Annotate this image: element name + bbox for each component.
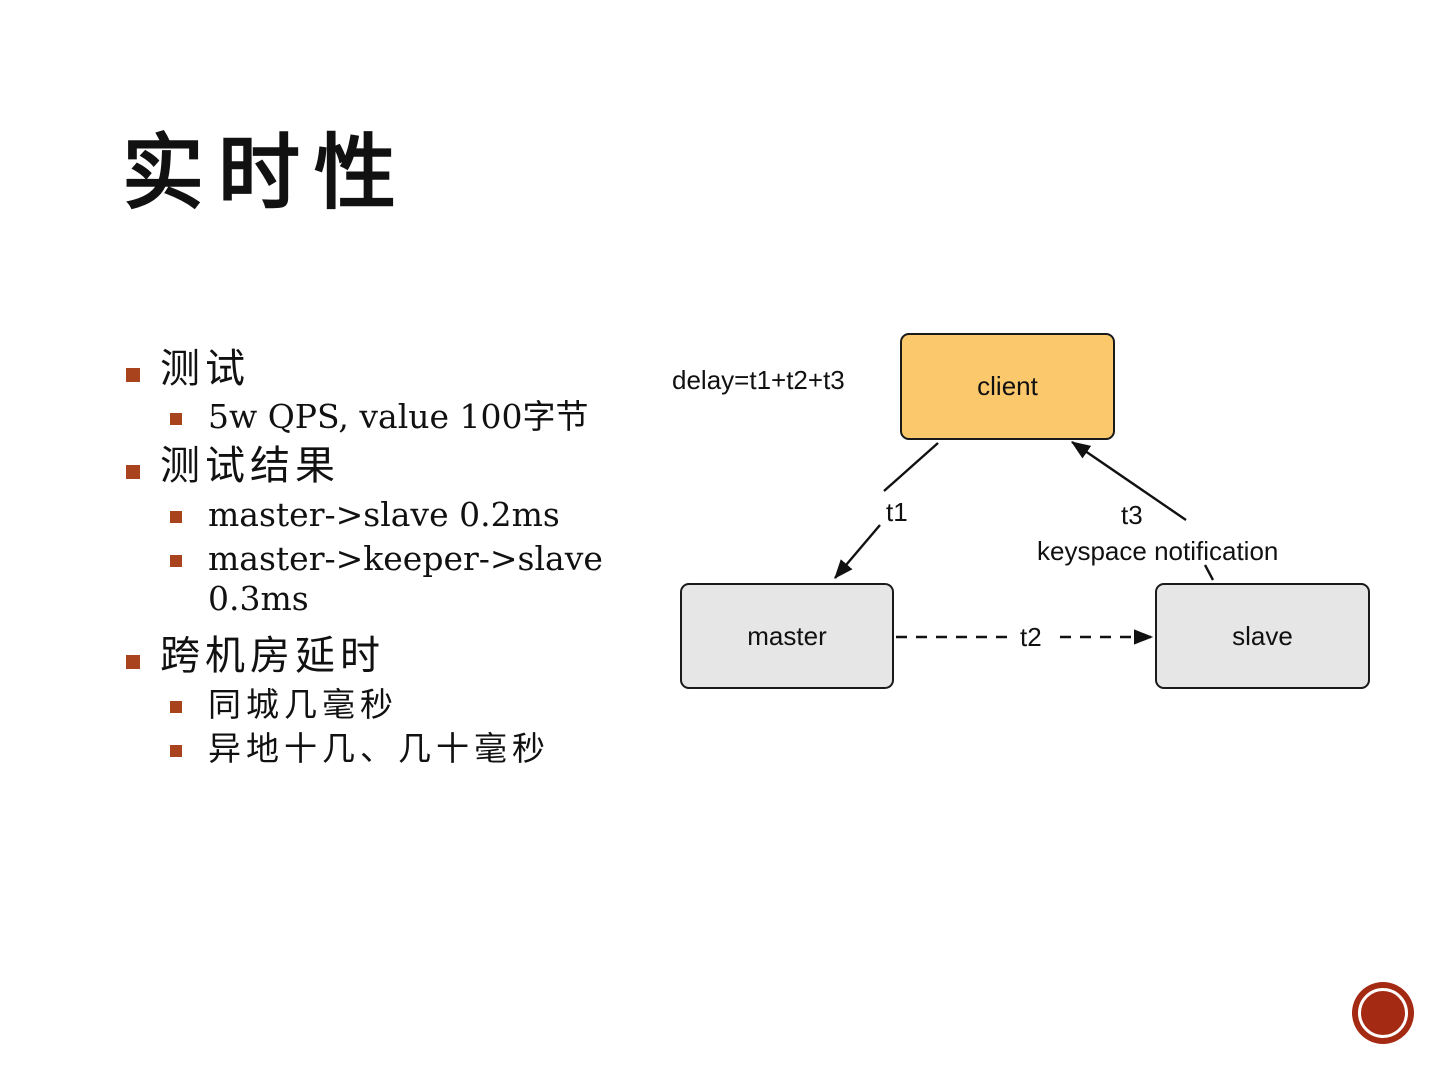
bullet-group: 跨机房延时 同城几毫秒 异地十几、几十毫秒: [120, 633, 640, 769]
diagram-node-slave[interactable]: slave: [1155, 583, 1370, 689]
diagram-node-slave-label: slave: [1232, 620, 1293, 651]
bullet-level2-label: master->slave 0.2ms: [208, 494, 560, 534]
bullet-square-icon: [170, 744, 182, 757]
edge-t3-lower: [1203, 564, 1215, 581]
bullet-square-icon: [170, 413, 182, 426]
bullet-list: 测试 5w QPS, value 100字节 测试结果 master->slav…: [120, 346, 640, 783]
diagram-node-client-label: client: [977, 371, 1038, 401]
bullet-group: 测试结果 master->slave 0.2ms master->keeper-…: [120, 443, 640, 619]
bullet-level2: master->keeper->slave 0.3ms: [120, 539, 640, 620]
diagram-node-master[interactable]: master: [680, 583, 894, 689]
edge-t1-upper: [883, 442, 939, 492]
page-title: 实时性: [122, 125, 411, 221]
bullet-level2: 同城几毫秒: [120, 685, 640, 725]
edge-t3-upper: [1071, 441, 1187, 521]
bullet-level2-label: 5w QPS, value 100字节: [208, 397, 589, 437]
bullet-square-icon: [170, 510, 182, 523]
bullet-group: 测试 5w QPS, value 100字节: [120, 346, 640, 437]
bullet-level2: 5w QPS, value 100字节: [120, 397, 640, 437]
bullet-level2-label: master->keeper->slave 0.3ms: [208, 538, 603, 619]
diagram-label-t1: t1: [886, 497, 908, 527]
bullet-square-icon: [126, 655, 140, 670]
bullet-level1-label: 测试: [160, 346, 250, 392]
diagram-node-client[interactable]: client: [900, 333, 1115, 440]
diagram-node-master-label: master: [747, 620, 827, 651]
bullet-level1-label: 跨机房延时: [160, 633, 385, 680]
diagram-label-keyspace-notification: keyspace notification: [1037, 536, 1279, 566]
diagram-label-t2: t2: [1016, 622, 1046, 653]
bullet-square-icon: [126, 465, 140, 480]
bullet-square-icon: [170, 554, 182, 567]
diagram-label-t3: t3: [1121, 500, 1143, 530]
bullet-level2: master->slave 0.2ms: [120, 495, 640, 535]
bullet-level2-label: 同城几毫秒: [208, 684, 398, 724]
edge-t1-lower: [834, 524, 881, 579]
bullet-level1: 测试结果: [120, 443, 640, 490]
bullet-level2-label: 异地十几、几十毫秒: [208, 728, 550, 768]
bullet-level1: 跨机房延时: [120, 633, 640, 680]
bullet-level1-label: 测试结果: [160, 443, 340, 490]
bullet-square-icon: [126, 368, 140, 382]
bullet-level1: 测试: [120, 346, 640, 393]
diagram-label-delay: delay=t1+t2+t3: [672, 365, 845, 395]
round-red-logo-icon: [1352, 982, 1414, 1044]
bullet-level2: 异地十几、几十毫秒: [120, 729, 640, 769]
bullet-square-icon: [170, 700, 182, 713]
